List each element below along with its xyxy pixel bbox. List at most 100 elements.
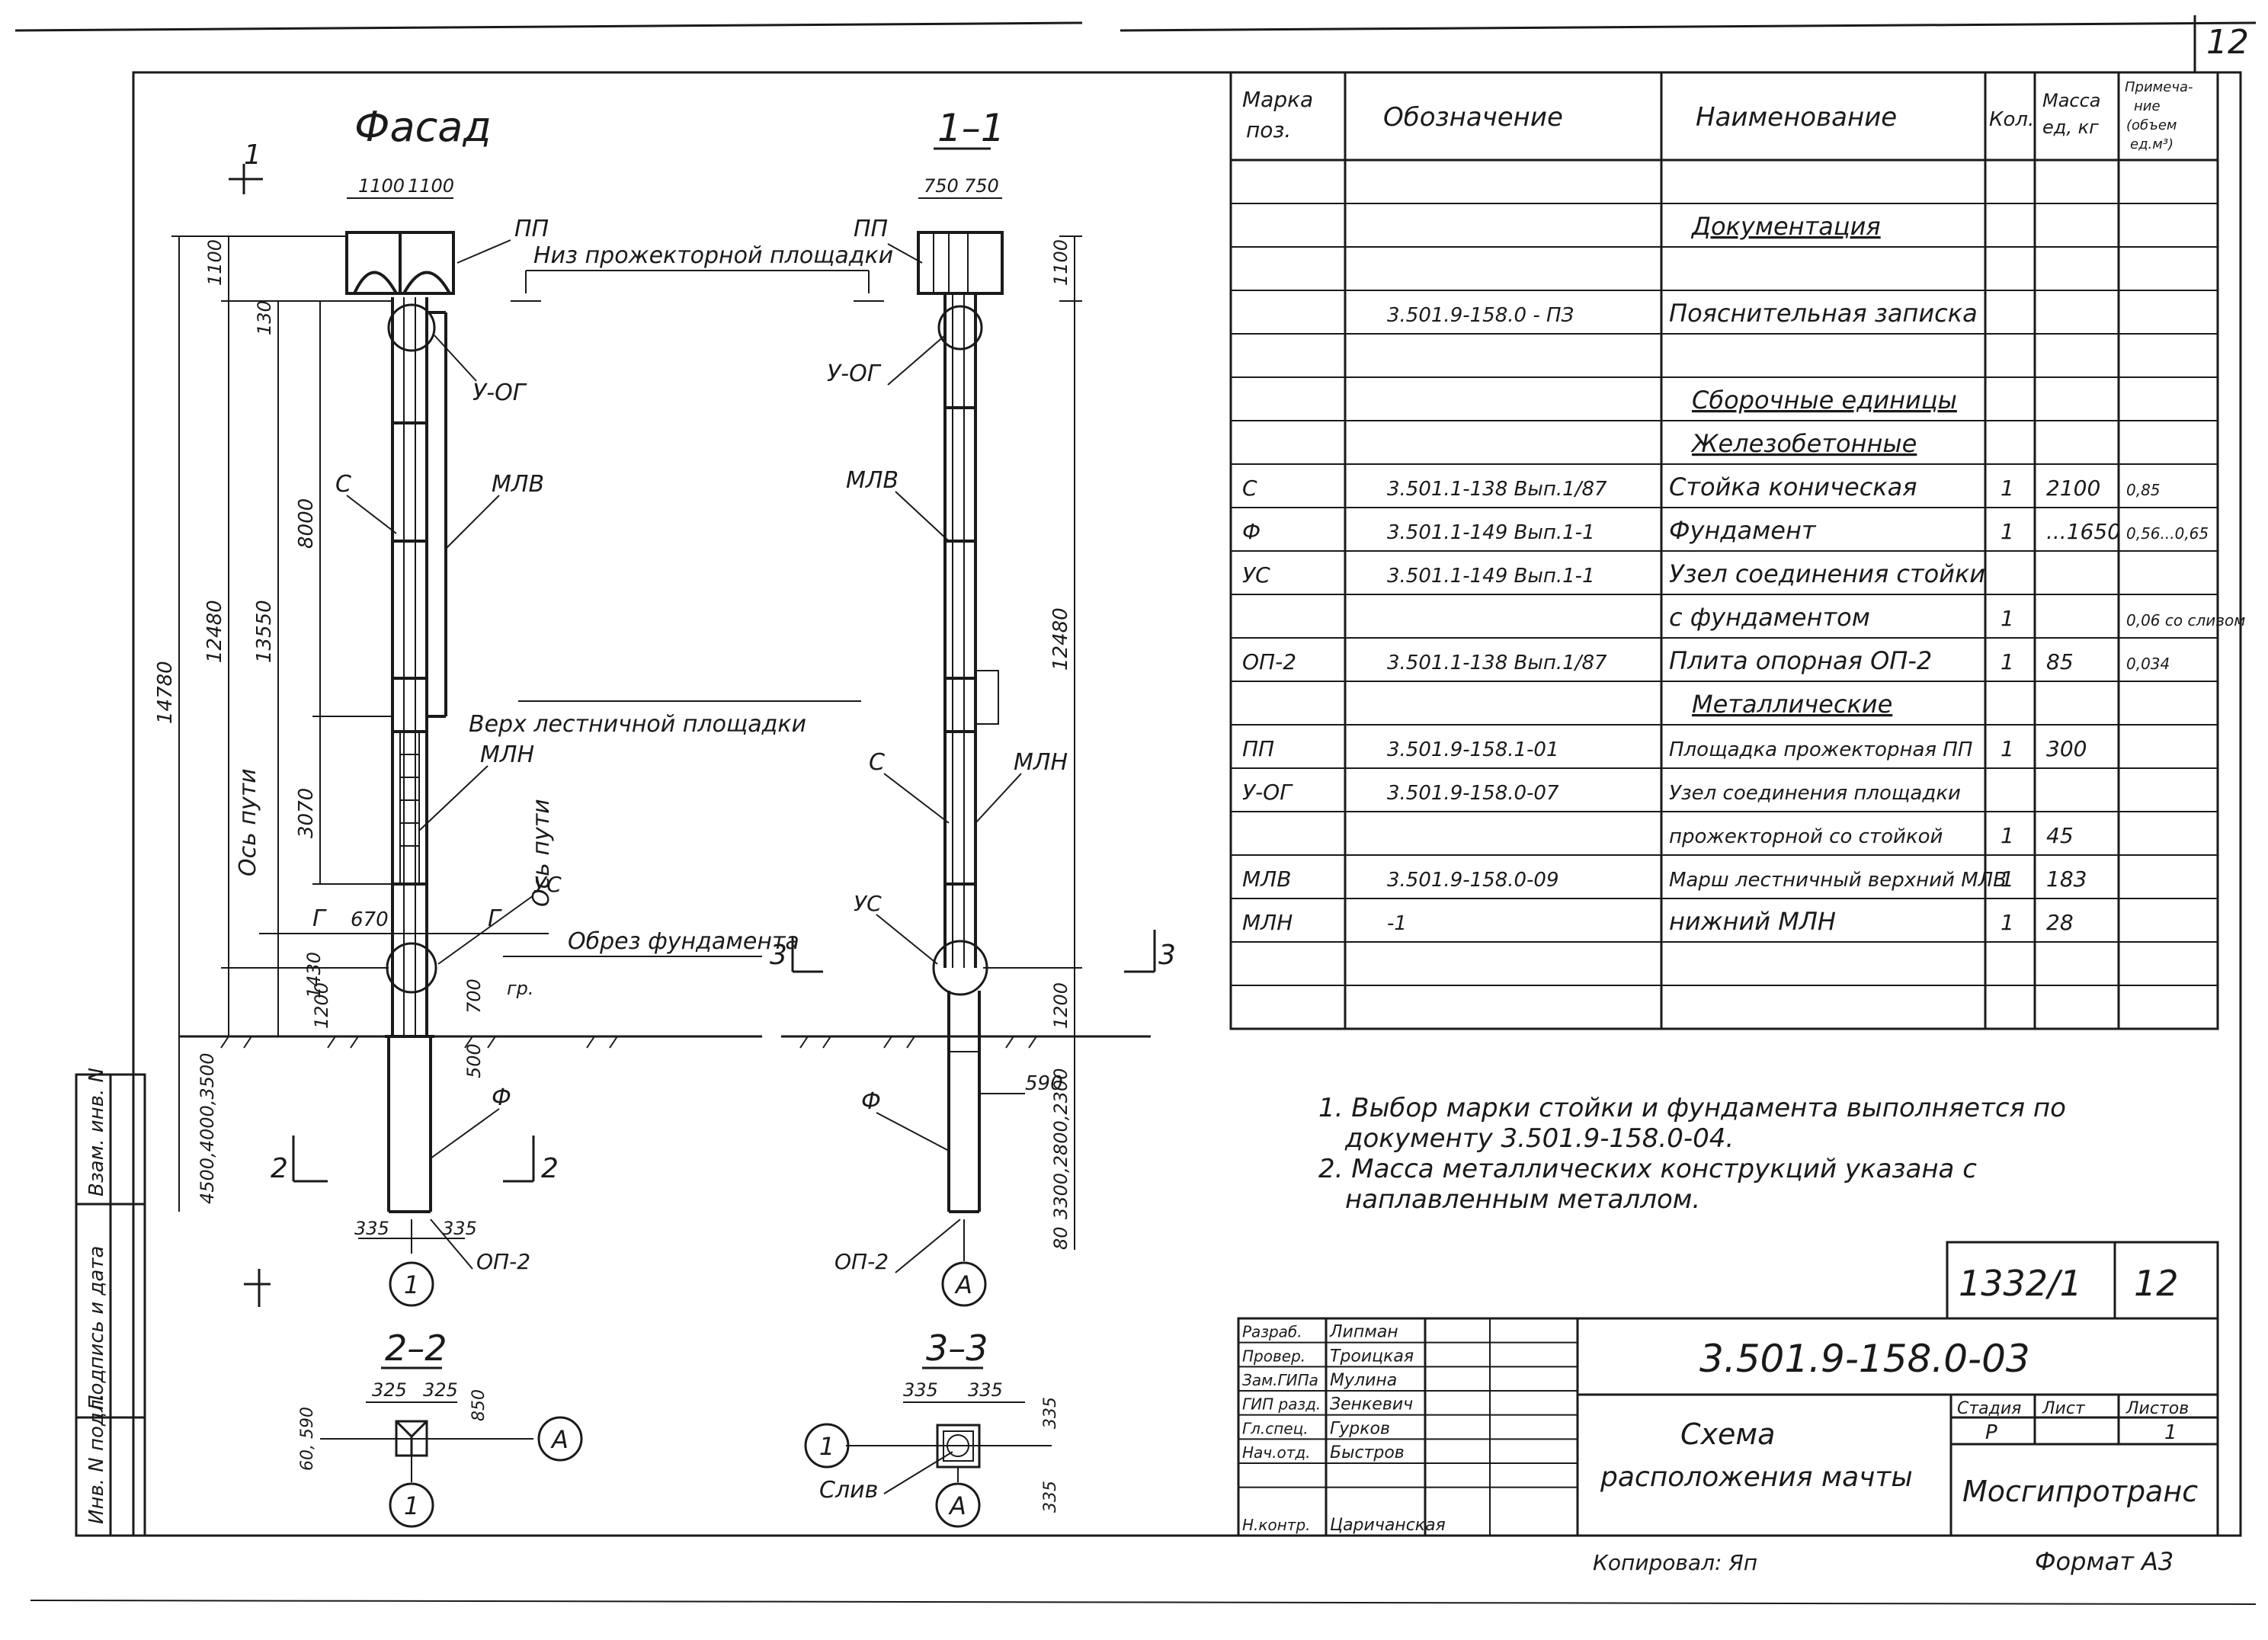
spec-cell-r17-c1: -1 [1387,912,1407,935]
facade-label-pp: ПП [514,216,549,242]
spec-cell-r9-c1: 3.501.1-149 Вып.1-1 [1387,565,1595,588]
facade-label-uog: У-ОГ [472,380,527,406]
spec-cell-r14-c1: 3.501.9-158.0-07 [1387,782,1559,805]
spec-cell-r7-c2: Стойка коническая [1669,472,1917,501]
facade-label-mln: МЛН [480,742,534,768]
facade-label-g1: Г [312,905,327,932]
facade-label-gp: гр. [507,978,533,999]
title-block-org: Мосгипротранс [1962,1475,2198,1508]
facade-section-mark: 1 [244,139,261,171]
note-line-3: 2. Масса металлических конструкций указа… [1318,1154,1977,1184]
title-block-name-1: Троицкая [1330,1347,1414,1366]
notes: 1. Выбор марки стойки и фундамента выпол… [1318,1093,2066,1215]
spec-cell-r13-c0: ПП [1242,736,1274,761]
spec-cell-r7-c5: 0,85 [2126,481,2161,499]
facade-dim-670: 670 [351,908,389,931]
spec-cell-r11-c4: 85 [2046,649,2074,674]
title-block-name-6: Царичанская [1330,1516,1446,1535]
facade-dim-500: 500 [463,1043,485,1078]
title-block-name-2: Мулина [1330,1371,1397,1390]
facade-ground-hatch [220,1036,618,1049]
section22-bubble-num: 1 [404,1491,419,1520]
note-line-2: документу 3.501.9-158.0-04. [1344,1123,1734,1154]
title-block-role-4: Гл.спец. [1242,1419,1309,1437]
section22-bubble-axis: А [550,1425,569,1454]
spec-cell-r6-c2: Железобетонные [1690,429,1917,458]
spec-cell-r16-c0: МЛВ [1242,866,1291,892]
section33-dim-335b: 335 [968,1379,1003,1401]
title-block-role-1: Провер. [1242,1347,1305,1365]
spec-cell-r7-c1: 3.501.1-138 Вып.1/87 [1387,478,1607,501]
title-block-title-2: расположения мачты [1600,1462,1913,1493]
section-1-1-view: 1–1 750 750 ПП [781,106,1176,1307]
section33-dim-335a: 335 [903,1379,938,1401]
spec-cell-r16-c3: 1 [2001,866,2014,892]
section33-label-drain: Слив [819,1477,878,1504]
spec-cell-r11-c5: 0,034 [2126,655,2170,673]
note-line-1: 1. Выбор марки стойки и фундамента выпол… [1318,1093,2066,1123]
facade-dim-335b: 335 [442,1218,477,1239]
spec-cell-r15-c4: 45 [2046,823,2074,848]
spec-cell-r9-c2: Узел соединения стойки [1669,559,1985,588]
spec-cell-r9-c0: УС [1242,562,1270,588]
title-block-stage: Р [1985,1421,1997,1444]
facade-axis-right: Ось пути [528,799,555,907]
title-block-name-5: Быстров [1330,1443,1405,1462]
section11-dim-12480: 12480 [1049,607,1072,671]
spec-cell-r16-c2: Марш лестничный верхний МЛВ [1669,869,2007,892]
spec-cell-r1-c2: Документация [1690,212,1881,241]
spec-header-note-2: ние [2134,98,2161,114]
facade-dim-1430: 1430 [303,952,325,998]
mast-column [385,297,447,1213]
spec-cell-r11-c2: Плита опорная ОП-2 [1669,646,1932,675]
title-block-stage-header: Стадия [1957,1399,2021,1418]
section22-title: 2–2 [385,1328,447,1369]
title-block-role-2: Зам.ГИПа [1242,1371,1318,1389]
stamp-small: 1332/1 12 [1946,1241,2219,1320]
spec-cell-r15-c2: прожекторной со стойкой [1669,825,1943,848]
section11-dim-lines [983,235,1082,1250]
copied-by: Копировал: Яп [1593,1550,1757,1575]
spec-cell-r11-c1: 3.501.1-138 Вып.1/87 [1387,652,1607,674]
spec-cell-r7-c0: С [1242,476,1257,501]
spec-cell-r11-c3: 1 [2001,649,2014,674]
section11-dim-1100: 1100 [1050,239,1072,286]
facade-axis-bubble: 1 [404,1270,419,1299]
spec-header-note-1: Примеча- [2125,79,2193,95]
spec-cell-r8-c0: Ф [1242,519,1261,544]
facade-dim-14780: 14780 [154,661,177,724]
spec-cell-r13-c1: 3.501.9-158.1-01 [1387,738,1559,761]
spec-cell-r15-c3: 1 [2001,823,2014,848]
spec-cell-r12-c2: Металлические [1692,690,1892,719]
facade-dim-1200: 1200 [311,982,332,1029]
title-block-role-5: Нач.отд. [1242,1443,1311,1462]
title-block-name-3: Зенкевич [1330,1395,1413,1414]
floodlight-platform [345,231,455,295]
section11-dim-depth: 3300,2800,2300 [1050,1068,1072,1220]
spec-header-mass-2: ед, кг [2042,117,2099,138]
section11-dim-80: 80 [1050,1226,1072,1250]
side-stamp [75,1073,146,1537]
stamp-small-sheet: 12 [2134,1263,2179,1304]
spec-cell-r17-c0: МЛН [1242,910,1293,935]
spec-cell-r16-c1: 3.501.9-158.0-09 [1387,869,1559,892]
spec-cell-r13-c3: 1 [2001,736,2014,761]
section11-section3-mark: 3 [1158,940,1176,971]
title-block-role-0: Разраб. [1242,1323,1302,1341]
spec-cell-r3-c2: Пояснительная записка [1669,299,1978,328]
section33-bubble-num: 1 [819,1432,834,1461]
side-stamp-sign: Подпись и дата [85,1246,108,1410]
section11-ground-hatch [799,1036,1037,1049]
spec-header-name: Наименование [1696,102,1897,133]
spec-header-mark-1: Марка [1242,87,1313,112]
spec-cell-r14-c0: У-ОГ [1242,780,1293,805]
facade-dim-700: 700 [463,979,485,1014]
facade-dim-1100a: 1100 [358,175,405,197]
section11-mast [932,293,999,1213]
section33-dim-side2: 335 [1041,1481,1060,1513]
spec-cell-r14-c2: Узел соединения площадки [1669,782,1961,805]
title-block-name-0: Липман [1329,1323,1398,1342]
section11-label-mln: МЛН [1014,749,1068,776]
facade-dim-12480: 12480 [203,600,226,663]
